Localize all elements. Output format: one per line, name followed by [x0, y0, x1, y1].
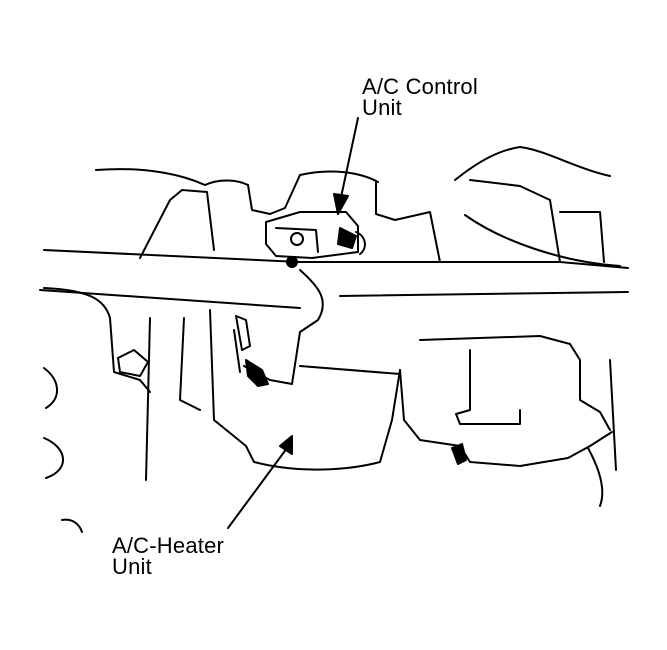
right-end [587, 359, 617, 507]
left-knob [117, 349, 149, 377]
control-unit-label-line2: Unit [362, 95, 402, 120]
dash-bracket [375, 181, 441, 263]
left-arc-2 [43, 437, 64, 479]
right-duct-bottom [419, 431, 613, 467]
dash-right-block [469, 179, 605, 263]
heater-unit-body [209, 269, 421, 471]
left-arc-3 [61, 518, 83, 533]
upper-dash-right [299, 146, 611, 183]
upper-dash-outline [95, 168, 249, 186]
beam-bottom-edge [39, 289, 629, 309]
left-arc-1 [43, 367, 58, 409]
left-panel-curve [43, 287, 151, 393]
dash-right-curve [464, 214, 621, 267]
control-unit-leader [333, 117, 359, 215]
heater-unit-leader [227, 435, 293, 529]
left-vertical-1 [145, 317, 151, 481]
right-duct [419, 335, 611, 431]
right-duct-inner [455, 349, 521, 425]
control-unit-body [265, 211, 366, 268]
beam-top-edge [43, 249, 629, 269]
dash-vent-left [247, 174, 301, 215]
right-connector [451, 443, 467, 465]
upper-dash-panel [139, 189, 215, 259]
heater-unit-label-line2: Unit [112, 554, 152, 579]
control-unit-label: A/C Control Unit [362, 74, 478, 120]
control-unit-label-line1: A/C Control [362, 74, 478, 99]
left-vertical-2 [179, 317, 201, 411]
heater-unit-label-line1: A/C-Heater [112, 533, 225, 558]
heater-unit-label: A/C-Heater Unit [112, 533, 225, 579]
